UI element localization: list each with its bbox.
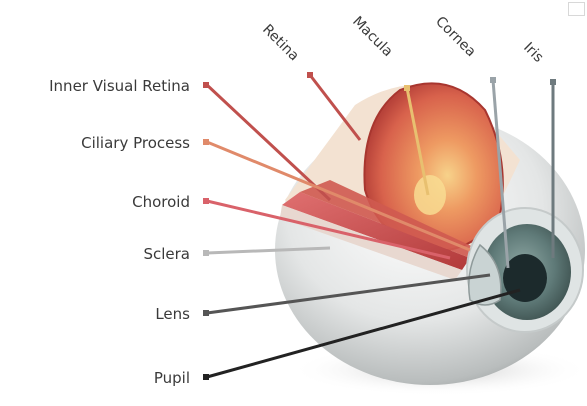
label-cornea: Cornea [432,14,479,61]
label-pupil: Pupil [154,369,190,387]
label-inner-visual-retina: Inner Visual Retina [49,77,190,95]
label-macula: Macula [349,14,395,60]
label-iris: Iris [520,40,546,66]
marker-retina [307,72,313,78]
marker-inner-visual-retina [203,82,209,88]
marker-cornea [490,77,496,83]
label-sclera: Sclera [143,245,190,263]
pupil-disc [503,254,547,302]
label-choroid: Choroid [132,193,190,211]
label-retina: Retina [259,22,302,65]
label-lens: Lens [155,305,190,323]
marker-choroid [203,198,209,204]
label-ciliary-process: Ciliary Process [81,134,190,152]
marker-pupil [203,374,209,380]
leader-retina [310,75,360,140]
marker-iris [550,79,556,85]
marker-macula [404,85,410,91]
marker-ciliary-process [203,139,209,145]
marker-sclera [203,250,209,256]
leader-inner-visual-retina [207,85,330,200]
marker-lens [203,310,209,316]
macula-spot [414,175,446,215]
